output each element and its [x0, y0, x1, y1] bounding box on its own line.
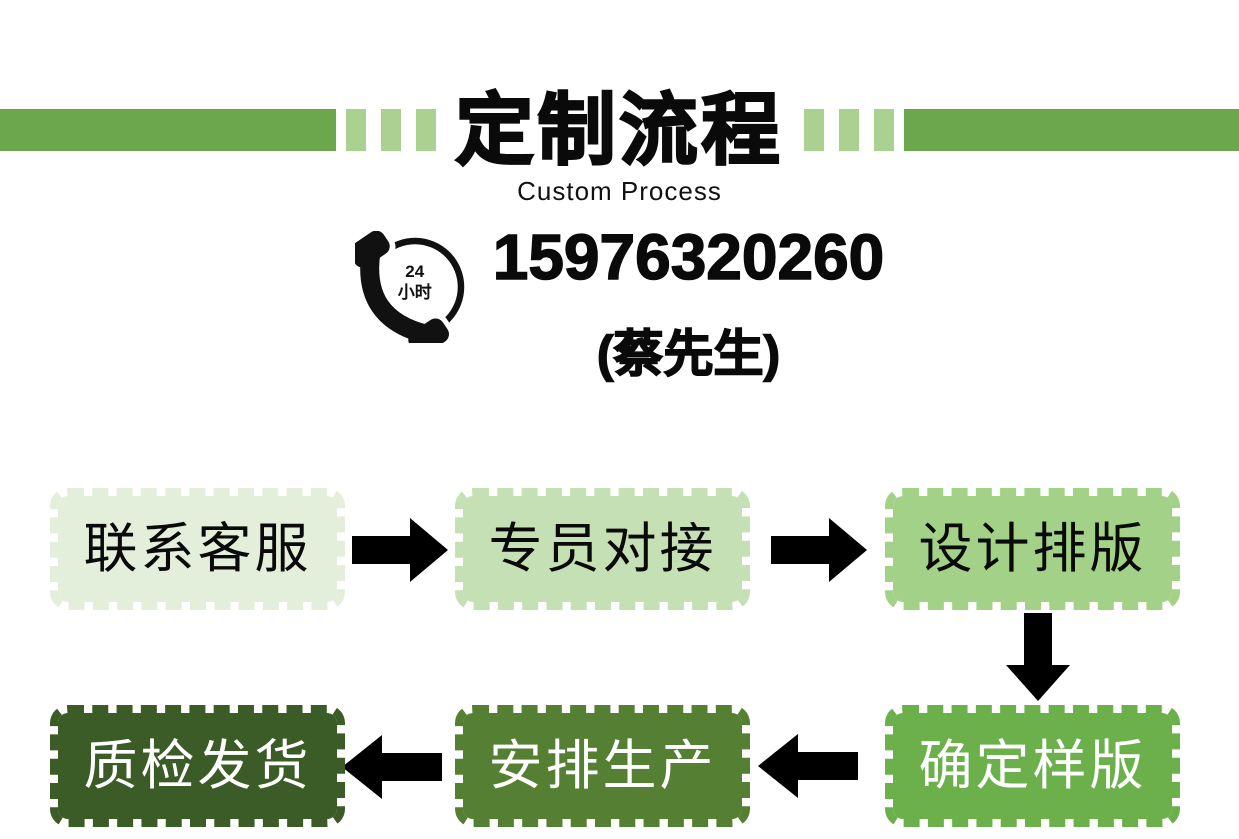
header-accent-squares-right: [803, 109, 894, 151]
accent-square: [873, 109, 894, 151]
flow-step-specialist-docking: 专员对接: [455, 488, 750, 610]
phone-24h-badge: 24 小时: [369, 261, 461, 304]
step-label: 联系客服: [83, 519, 312, 579]
arrow-right-icon: [771, 518, 867, 582]
accent-square: [838, 109, 859, 151]
step-label: 质检发货: [83, 736, 312, 796]
header-bar-left: [0, 109, 336, 151]
accent-square: [380, 109, 401, 151]
flow-step-contact-service: 联系客服: [50, 488, 345, 610]
phone-number: 15976320260: [492, 221, 885, 293]
arrow-right-icon: [352, 518, 448, 582]
header-bar-right: [903, 109, 1239, 151]
step-label: 确定样版: [918, 736, 1147, 796]
accent-square: [803, 109, 824, 151]
header: 定制流程: [0, 75, 1239, 185]
accent-square: [415, 109, 436, 151]
arrow-left-icon: [342, 735, 442, 799]
flow-step-design-layout: 设计排版: [885, 488, 1180, 610]
badge-hours: 24: [405, 262, 425, 281]
page-title: 定制流程: [454, 86, 784, 174]
flow-step-qc-shipping: 质检发货: [50, 705, 345, 827]
badge-hours-label: 小时: [397, 283, 432, 303]
contact-text-column: 15976320260 (蔡先生): [492, 221, 885, 382]
flow-step-confirm-sample: 确定样版: [885, 705, 1180, 827]
arrow-down-icon: [1006, 613, 1070, 701]
step-label: 安排生产: [488, 736, 717, 796]
header-accent-squares-left: [345, 109, 436, 151]
contact-block: 24 小时 15976320260 (蔡先生): [0, 221, 1239, 382]
contact-name: (蔡先生): [596, 326, 781, 382]
step-label: 专员对接: [488, 519, 717, 579]
arrow-left-icon: [758, 734, 858, 798]
flow-step-arrange-production: 安排生产: [455, 705, 750, 827]
accent-square: [345, 109, 366, 151]
page-subtitle: Custom Process: [517, 176, 722, 206]
step-label: 设计排版: [918, 519, 1147, 579]
